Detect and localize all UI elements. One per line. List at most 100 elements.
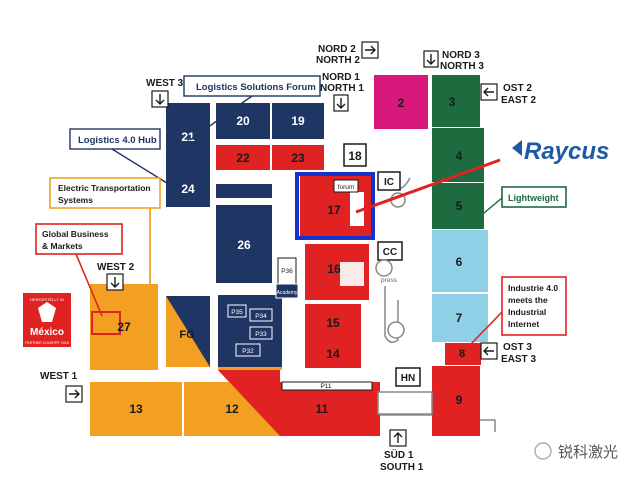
- hall-7[interactable]: [432, 294, 488, 342]
- entrance-nord2-l1: NORD 2: [318, 44, 356, 55]
- hall-13[interactable]: [90, 382, 182, 436]
- entrance-west3-l1: WEST 3: [146, 78, 184, 89]
- hall-24[interactable]: [166, 171, 210, 207]
- cc-roundabout-2: [387, 321, 405, 339]
- mexico-badge-top: HERGESTELLT IN: [30, 297, 64, 302]
- hall-14[interactable]: [305, 340, 361, 368]
- academy-box[interactable]: [275, 283, 299, 299]
- entrance-nord2[interactable]: NORD 2 NORTH 2: [316, 41, 379, 66]
- callout-lightweight-text: Lightweight: [508, 193, 559, 203]
- callout-global-l1: Global Business: [42, 229, 109, 239]
- hall-label-12: 12: [225, 402, 239, 416]
- p35-box: [227, 304, 247, 318]
- hall-label-9: 9: [456, 393, 463, 407]
- cc-box[interactable]: [377, 241, 403, 261]
- hall-label-2: 2: [398, 96, 405, 110]
- callout-industrie-l3: Industrial: [508, 307, 546, 317]
- callout-industrie-l1: Industrie 4.0: [508, 283, 558, 293]
- hall-27[interactable]: [90, 284, 158, 370]
- entrance-ost3[interactable]: OST 3 EAST 3: [480, 342, 536, 365]
- hall-9[interactable]: [432, 366, 480, 436]
- raycus-logo-text: Raycus: [524, 138, 609, 165]
- hall-3[interactable]: [432, 75, 480, 127]
- hall-18-box[interactable]: [343, 143, 367, 167]
- forum-box[interactable]: [333, 179, 359, 193]
- press-label: press: [381, 277, 398, 284]
- p34-box: [249, 308, 273, 322]
- hall-p-orange: [218, 367, 282, 370]
- academy-label: Academy: [277, 290, 298, 296]
- entrance-nord3[interactable]: NORD 3 NORTH 3: [423, 50, 484, 72]
- hall-label-27: 27: [117, 320, 131, 334]
- p11-box: [281, 381, 373, 391]
- hall-23[interactable]: [272, 145, 324, 170]
- hall-label-fg: FG: [179, 329, 194, 341]
- entrance-ost2-l2: EAST 2: [501, 95, 536, 106]
- mexico-badge-bottom: PARTNER COUNTRY 2018: [25, 341, 68, 345]
- hall-label-4: 4: [456, 149, 463, 163]
- ic-label: IC: [384, 177, 394, 188]
- entrance-ost2-l1: OST 2: [503, 83, 532, 94]
- cc-label: CC: [383, 247, 397, 258]
- hall-15[interactable]: [305, 304, 361, 340]
- hall-19[interactable]: [272, 103, 324, 139]
- hall-label-16: 16: [327, 262, 341, 276]
- hall-label-13: 13: [129, 402, 143, 416]
- hall-21[interactable]: [166, 103, 210, 171]
- entrance-west3[interactable]: WEST 3: [146, 78, 184, 108]
- hall-6[interactable]: [432, 230, 488, 292]
- ic-box[interactable]: [377, 171, 401, 191]
- hall-4[interactable]: [432, 128, 484, 182]
- p33-box: [249, 326, 273, 340]
- callout-electric-l1: Electric Transportation: [58, 183, 151, 193]
- entrance-sud1[interactable]: SÜD 1 SOUTH 1: [380, 429, 424, 473]
- callout-logistics-hub: [69, 128, 161, 150]
- hall-5[interactable]: [432, 183, 484, 229]
- entrance-nord1[interactable]: NORD 1 NORTH 1: [320, 72, 364, 112]
- hall-label-7: 7: [456, 311, 463, 325]
- hall-label-18: 18: [348, 149, 362, 163]
- hall-22[interactable]: [216, 145, 270, 170]
- leader-global: [75, 253, 103, 317]
- hn-box[interactable]: [395, 367, 421, 387]
- callout-logistics-forum: [183, 75, 321, 97]
- hall-20[interactable]: [216, 103, 270, 139]
- hall-26[interactable]: [216, 205, 272, 283]
- entrance-sud1-l2: SOUTH 1: [380, 462, 424, 473]
- hall-8[interactable]: [445, 343, 481, 365]
- leader-logistics-forum: [189, 95, 253, 141]
- hall-label-5: 5: [456, 199, 463, 213]
- entrance-ost3-l2: EAST 3: [501, 354, 536, 365]
- hall-17-inset: [350, 192, 364, 226]
- entrance-nord3-l2: NORTH 3: [440, 61, 484, 72]
- watermark-icon: [534, 442, 552, 460]
- entrance-nord3-l1: NORD 3: [442, 50, 480, 61]
- callout-logistics-forum-text: Logistics Solutions Forum: [196, 82, 316, 93]
- entrance-nord2-l2: NORTH 2: [316, 55, 360, 66]
- entrance-west1[interactable]: WEST 1: [40, 371, 83, 403]
- hall-11[interactable]: [280, 382, 380, 436]
- hall-label-8: 8: [459, 348, 465, 360]
- p33-label: P33: [255, 331, 267, 338]
- callout-lightweight: [501, 186, 567, 208]
- callout-industrie-l4: Internet: [508, 319, 539, 329]
- hall-strip: [216, 184, 272, 198]
- hall-label-17: 17: [327, 203, 341, 217]
- hall-2[interactable]: [374, 75, 428, 129]
- p32-label: P32: [242, 348, 254, 355]
- callout-industrie: [501, 276, 567, 336]
- hall-27-inset: [91, 311, 121, 335]
- leader-industrie: [469, 311, 503, 346]
- p34-label: P34: [255, 313, 267, 320]
- entrance-west2-l1: WEST 2: [97, 262, 135, 273]
- watermark: 锐科激光: [534, 442, 618, 461]
- hall-label-6: 6: [456, 255, 463, 269]
- p35-label: P35: [231, 309, 243, 316]
- hall-label-11: 11: [316, 402, 329, 416]
- footbridge: [377, 391, 433, 415]
- mexico-badge-name: México: [30, 327, 64, 338]
- entrance-ost2[interactable]: OST 2 EAST 2: [480, 83, 536, 106]
- hall-12-overlay: [218, 370, 280, 436]
- entrance-west2[interactable]: WEST 2: [97, 262, 135, 291]
